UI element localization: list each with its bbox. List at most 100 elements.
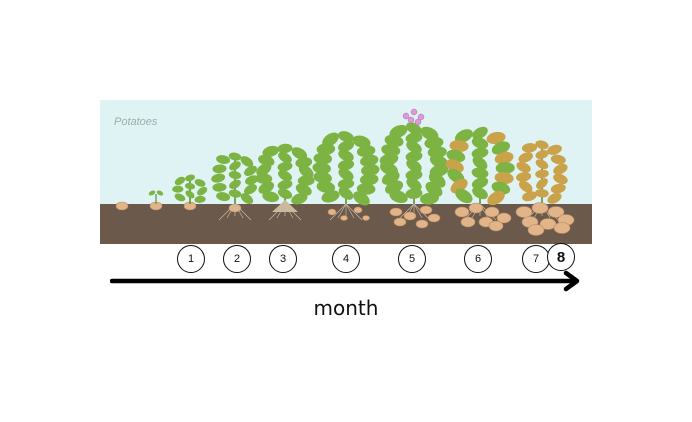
leaf — [316, 181, 336, 193]
leaf — [406, 159, 422, 173]
leaf — [550, 183, 566, 194]
leaf — [338, 168, 354, 181]
plant-root — [345, 203, 363, 221]
plant-stages — [115, 108, 575, 236]
leaf — [244, 184, 257, 195]
leaf — [216, 155, 231, 165]
leaf — [184, 182, 196, 190]
potato-tuber — [454, 206, 470, 218]
leaf — [356, 145, 376, 157]
leaf — [352, 135, 371, 148]
leaf — [491, 141, 511, 155]
leaf — [471, 147, 489, 159]
stage-number: 8 — [556, 248, 566, 266]
leaf — [197, 186, 208, 196]
leaf — [535, 188, 549, 198]
scene-title: Potatoes — [114, 116, 158, 128]
stage-circle-7: 7 — [522, 245, 550, 273]
leaf — [258, 181, 275, 194]
arrow-head — [563, 270, 580, 292]
leaf — [521, 143, 538, 153]
potato-tuber — [362, 215, 370, 221]
potato-tuber — [496, 212, 512, 224]
leaf — [194, 195, 206, 203]
stage-circle-2: 2 — [223, 245, 251, 273]
leaf — [536, 178, 548, 189]
potato-tuber — [393, 217, 407, 227]
leaf — [360, 154, 379, 167]
stage-circle-8: 8 — [547, 243, 575, 271]
leaf — [322, 132, 339, 147]
leaf — [446, 149, 466, 163]
leaf — [277, 143, 293, 154]
potato-tuber — [531, 202, 549, 214]
stage-number: 4 — [342, 253, 350, 265]
leaf — [278, 151, 292, 164]
stage-circle-5: 5 — [398, 245, 426, 273]
leaf — [277, 179, 293, 190]
leaf — [295, 157, 313, 168]
plant-root — [345, 203, 355, 219]
leaf — [297, 175, 315, 186]
leaf — [337, 159, 355, 171]
leaf — [148, 190, 156, 196]
potato-tuber — [553, 222, 571, 234]
leaf — [419, 192, 439, 205]
leaf — [194, 179, 206, 187]
leaf — [486, 131, 506, 145]
leaf — [353, 191, 370, 206]
potato-tuber — [484, 206, 500, 218]
plant-root — [397, 203, 415, 221]
leaf — [313, 152, 333, 165]
plant-flower — [417, 113, 425, 121]
plant-flower — [402, 112, 410, 120]
leaf — [211, 173, 226, 183]
leaf — [522, 191, 537, 202]
leaf — [547, 144, 562, 155]
stage-number: 5 — [408, 253, 416, 265]
leaf — [295, 183, 312, 196]
potato-tuber — [468, 202, 484, 214]
leaf — [472, 186, 488, 200]
leaf — [487, 190, 505, 206]
stage-number: 6 — [474, 253, 482, 265]
leaf — [321, 190, 340, 203]
leaf — [427, 146, 447, 159]
leaf — [228, 171, 242, 180]
leaf — [185, 174, 195, 182]
plant-flower — [410, 108, 418, 116]
leaf — [471, 137, 489, 149]
leaf — [494, 172, 514, 184]
plant-root — [218, 203, 236, 221]
leaf — [553, 173, 568, 185]
leaf — [406, 140, 422, 154]
leaf — [262, 191, 279, 203]
leaf — [449, 140, 469, 152]
leaf — [338, 131, 354, 143]
leaf — [313, 171, 332, 184]
leaf — [338, 140, 354, 152]
leaf — [361, 164, 380, 176]
potato-tuber — [353, 206, 363, 214]
plant-root — [413, 203, 423, 219]
leaf — [359, 173, 379, 186]
leaf — [216, 192, 231, 202]
leaf — [494, 151, 514, 165]
leaf — [240, 193, 254, 205]
leaf — [337, 178, 355, 190]
plant-root — [337, 203, 347, 219]
stage-circle-1: 1 — [177, 245, 205, 273]
leaf — [518, 152, 533, 163]
plant-root — [329, 203, 347, 221]
potato-tuber — [340, 215, 348, 221]
leaf — [516, 172, 532, 182]
leaf — [406, 177, 422, 191]
leaf — [298, 164, 314, 179]
potato-tuber — [527, 224, 545, 236]
leaf — [547, 192, 562, 204]
leaf — [291, 193, 308, 205]
stage-circle-3: 3 — [269, 245, 297, 273]
leaf — [516, 161, 531, 173]
leaf — [291, 147, 308, 160]
potato-tuber — [460, 216, 476, 228]
